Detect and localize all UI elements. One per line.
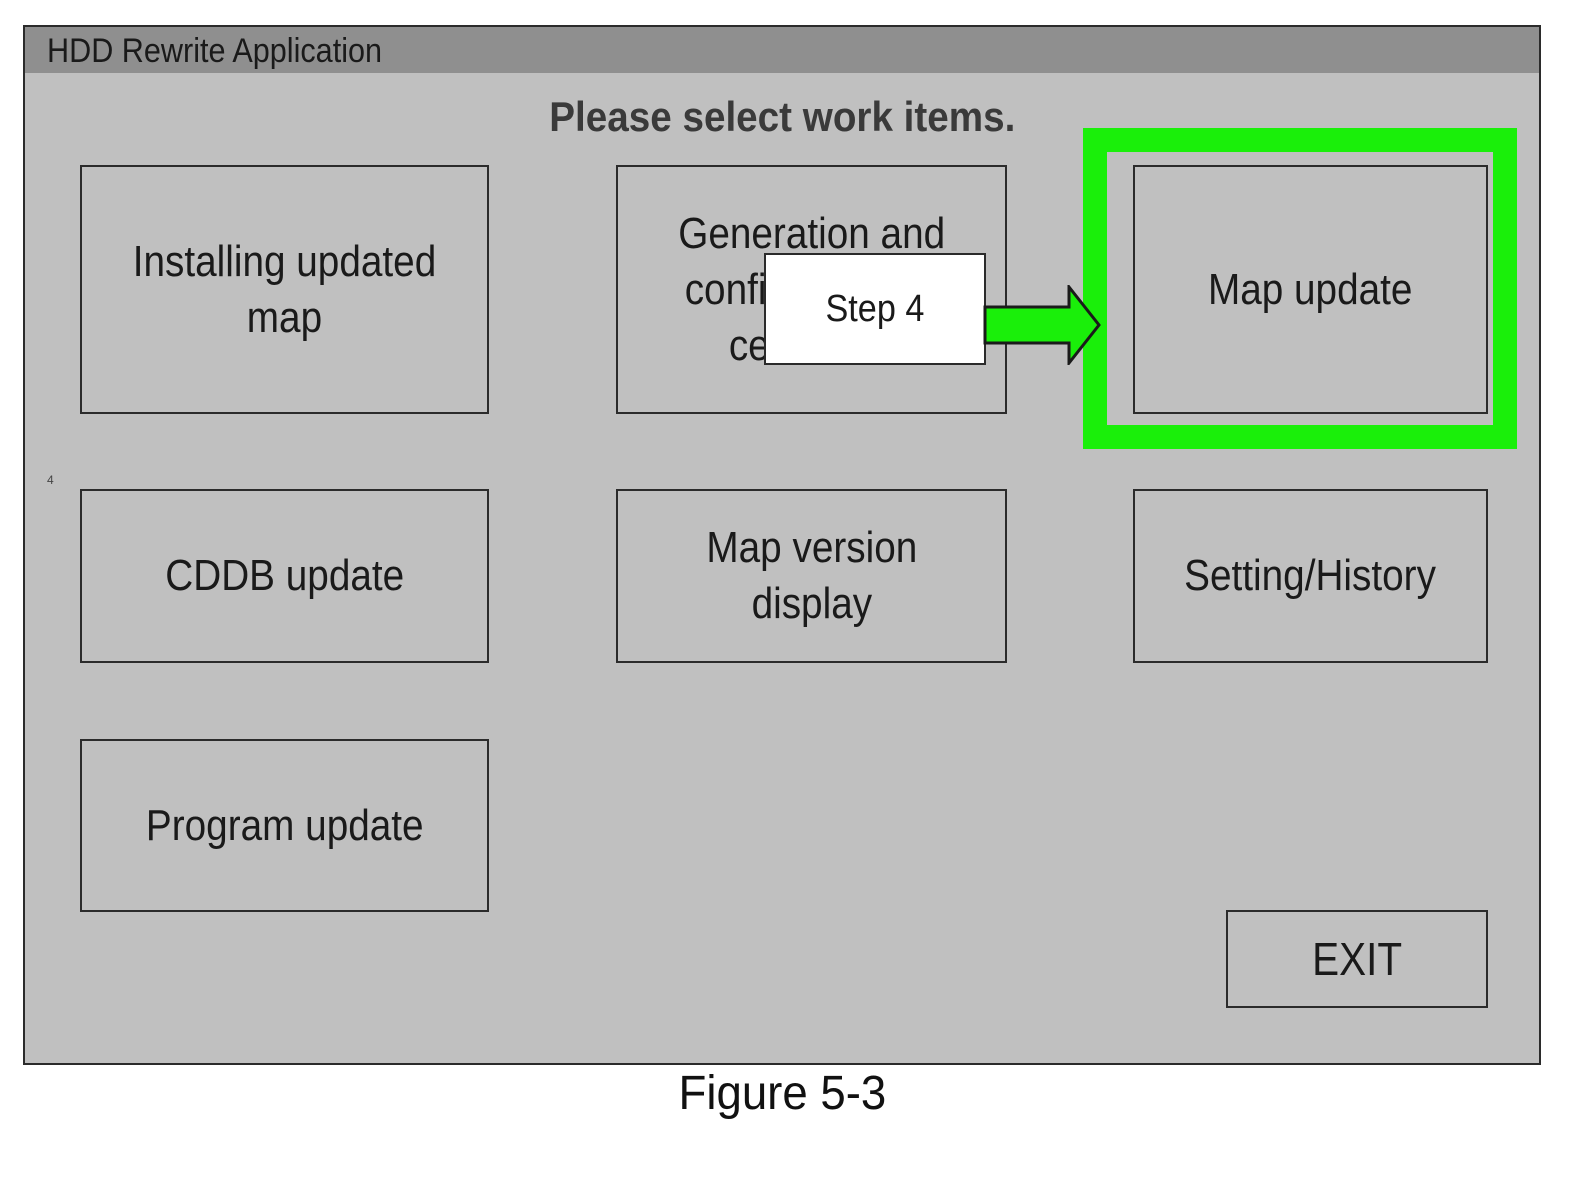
cddb-update-label: CDDB update [165,551,404,600]
program-update-button[interactable]: Program update [80,739,489,912]
exit-button[interactable]: EXIT [1226,910,1488,1008]
map-version-display-button[interactable]: Map version display [616,489,1007,663]
map-update-label: Map update [1208,264,1413,314]
figure-caption-text: Figure 5-3 [678,1067,886,1120]
window-title: HDD Rewrite Application [47,32,383,70]
side-mark: 4 [47,473,54,487]
map-version-display-label: Map version display [706,523,917,628]
figure-caption: Figure 5-3 [0,1066,1564,1121]
map-update-button[interactable]: Map update [1133,165,1488,414]
step-label: Step 4 [825,287,925,330]
work-items-prompt: Please select work items. [25,93,1539,141]
installing-updated-map-label: Installing updated map [132,236,437,342]
arrow-shape [983,285,1101,365]
program-update-label: Program update [145,800,424,850]
hdd-rewrite-window: HDD Rewrite Application Please select wo… [23,25,1541,1065]
setting-history-label: Setting/History [1184,551,1437,600]
setting-history-button[interactable]: Setting/History [1133,489,1488,663]
prompt-text: Please select work items. [548,93,1016,140]
green-arrow-icon [983,285,1101,365]
step-callout: Step 4 [764,253,986,365]
cddb-update-button[interactable]: CDDB update [80,489,489,663]
window-title-bar: HDD Rewrite Application [25,27,1539,73]
exit-label: EXIT [1312,933,1402,985]
installing-updated-map-button[interactable]: Installing updated map [80,165,489,414]
